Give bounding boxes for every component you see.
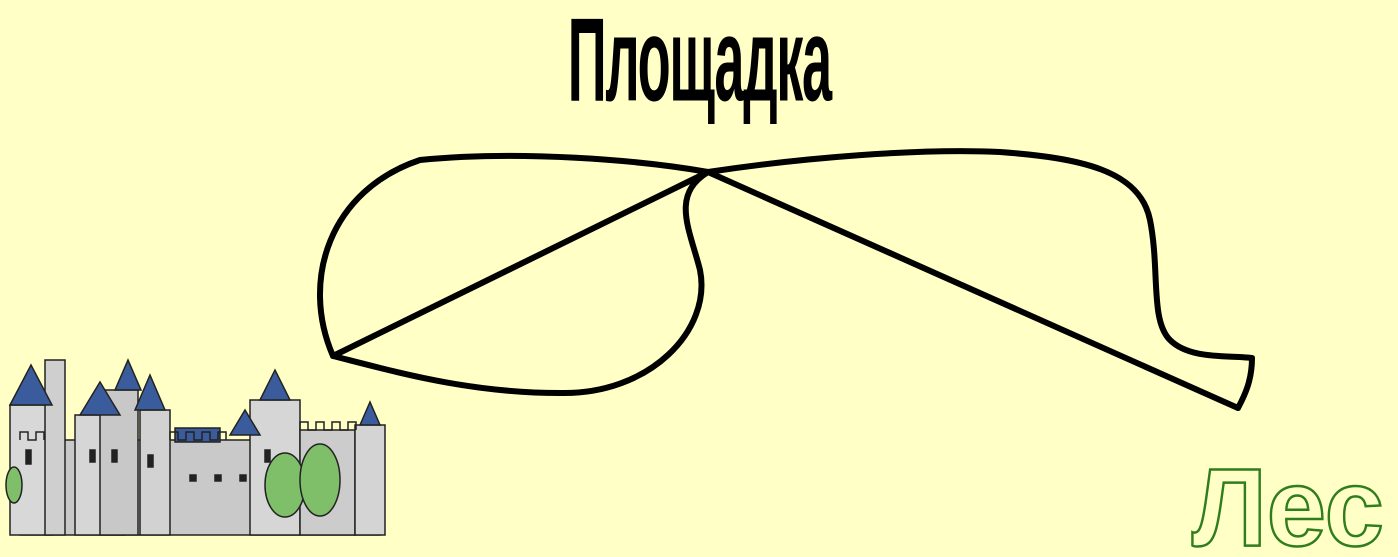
- forest-label-svg: Лес: [1190, 432, 1398, 557]
- route-left-straight: [333, 172, 708, 356]
- forest-label: Лес: [1192, 447, 1384, 557]
- route-right-curve: [708, 151, 1252, 408]
- castle-icon: [0, 340, 400, 545]
